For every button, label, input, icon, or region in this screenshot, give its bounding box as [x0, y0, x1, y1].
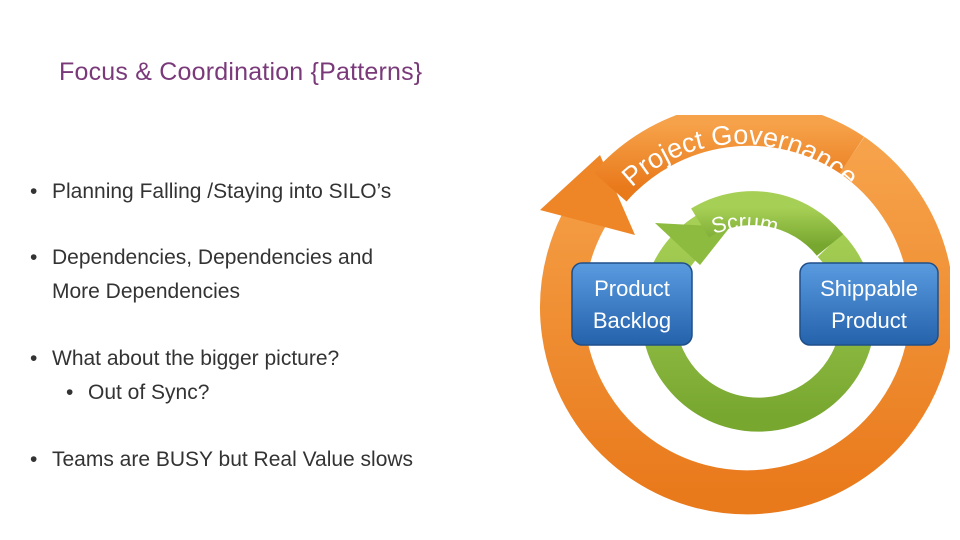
shippable-product-label-line2: Product [831, 308, 907, 333]
bullet-text-continued: More Dependencies [52, 280, 240, 303]
shippable-product-label-line1: Shippable [820, 276, 918, 301]
sub-bullet-item: • Out of Sync? [66, 376, 209, 410]
outer-cycle-arrowhead [540, 155, 635, 235]
product-backlog-label-line2: Backlog [593, 308, 671, 333]
bullet-text: Out of Sync? [88, 381, 210, 404]
scrum-governance-diagram: Project Governance Scrum Product Backlog… [530, 115, 950, 525]
bullet-item: • What about the bigger picture? [30, 342, 339, 376]
diagram-svg: Project Governance Scrum Product Backlog… [540, 115, 950, 515]
bullet-text: Dependencies, Dependencies and [52, 246, 374, 269]
bullet-text: Planning Falling /Staying into SILO’s [52, 180, 392, 203]
bullet-marker: • [30, 347, 38, 370]
shippable-product-box: Shippable Product [799, 262, 939, 346]
product-backlog-box: Product Backlog [571, 262, 693, 346]
product-backlog-label-line1: Product [594, 276, 670, 301]
bullet-item: • Teams are BUSY but Real Value slows [30, 443, 413, 477]
bullet-item: • Planning Falling /Staying into SILO’s [30, 175, 391, 209]
bullet-marker: • [66, 381, 74, 404]
bullet-list: • Planning Falling /Staying into SILO’s … [30, 0, 550, 540]
bullet-item: • Dependencies, Dependencies and More De… [30, 241, 373, 309]
bullet-marker: • [30, 180, 38, 203]
bullet-marker: • [30, 448, 38, 471]
bullet-text: What about the bigger picture? [52, 347, 340, 370]
inner-cycle-label: Scrum [709, 209, 782, 239]
bullet-marker: • [30, 246, 38, 269]
bullet-text: Teams are BUSY but Real Value slows [52, 448, 414, 471]
slide-title: Focus & Coordination {Patterns} [59, 58, 423, 86]
